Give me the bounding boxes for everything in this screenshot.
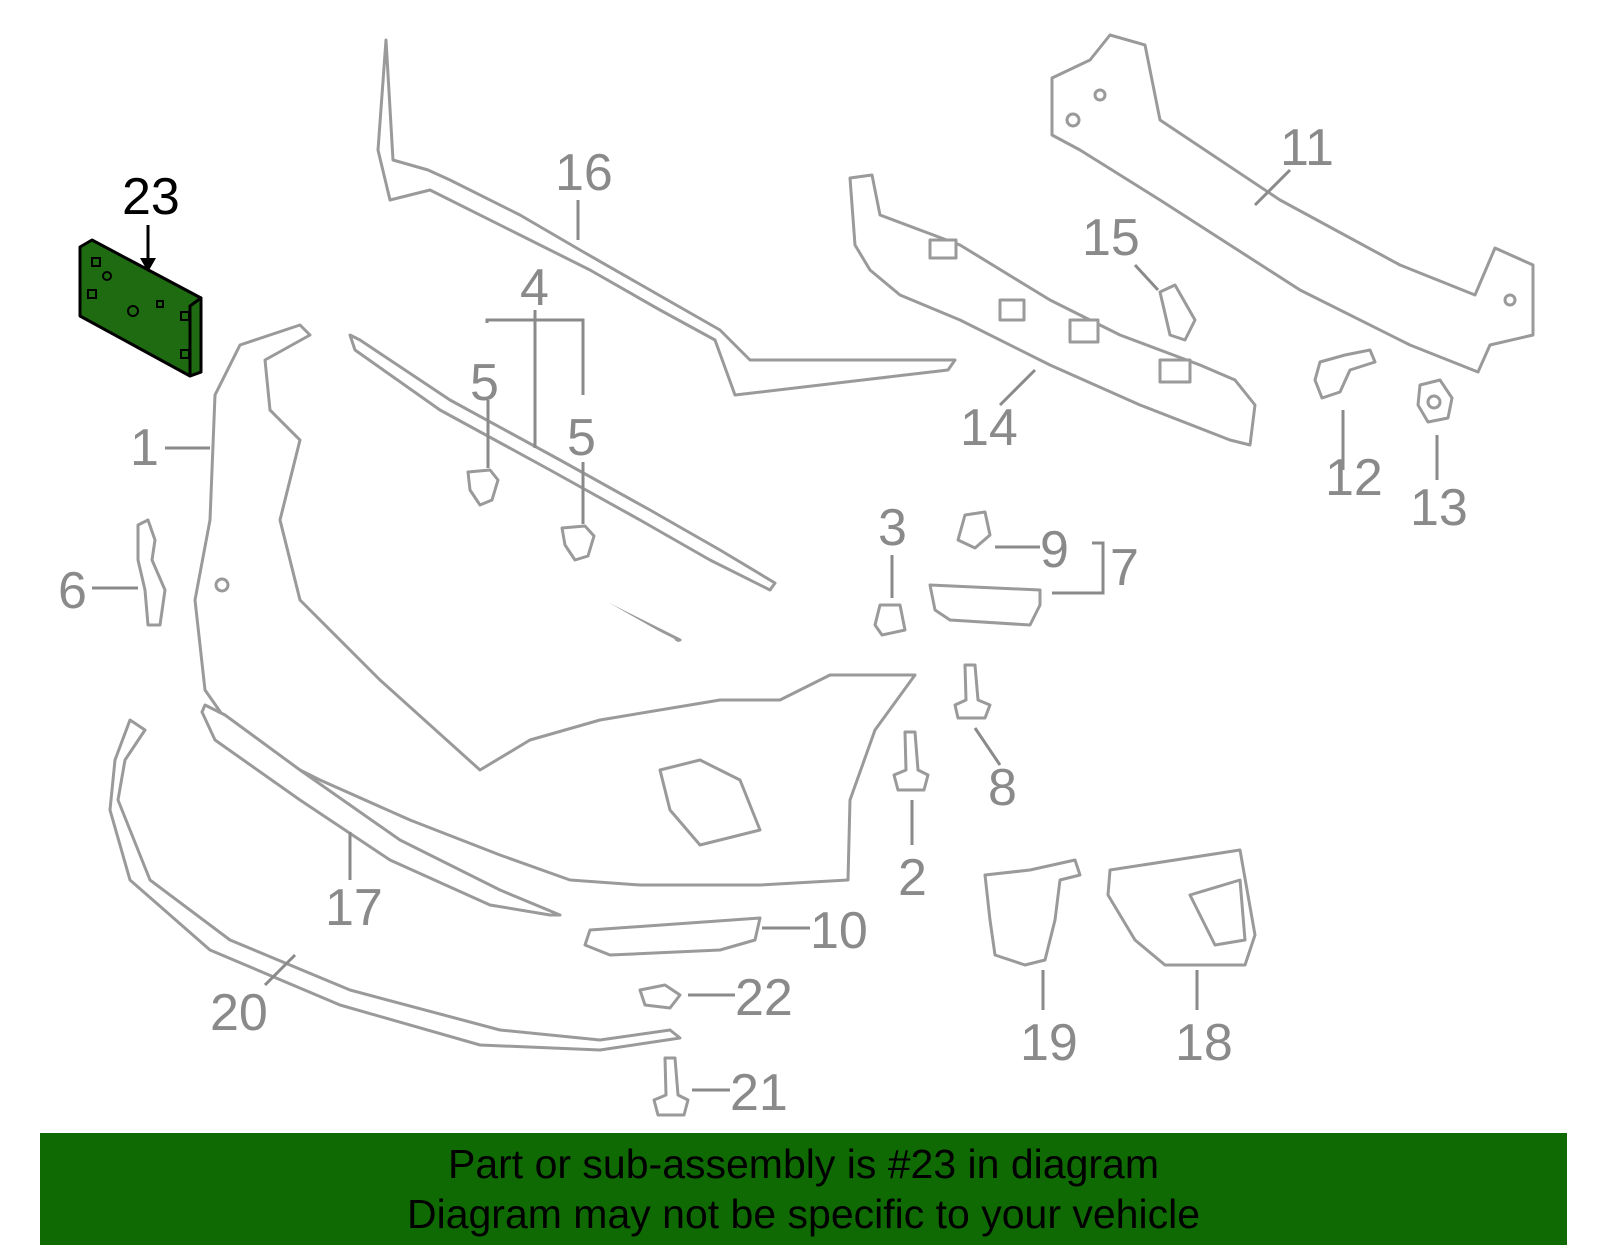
callout-5a[interactable]: 5 xyxy=(470,354,499,412)
callout-15[interactable]: 15 xyxy=(1082,209,1140,267)
part-4-strip[interactable] xyxy=(348,333,777,592)
leader-20 xyxy=(263,953,297,987)
part-7-bracket[interactable] xyxy=(928,583,1042,627)
callout-19[interactable]: 19 xyxy=(1020,1014,1078,1072)
part-21-screw[interactable] xyxy=(652,1056,690,1117)
part-14-absorber[interactable] xyxy=(848,173,1257,447)
callout-20[interactable]: 20 xyxy=(210,984,268,1042)
part-2-screw[interactable] xyxy=(892,730,930,792)
leader-11 xyxy=(1253,168,1292,207)
callout-2[interactable]: 2 xyxy=(898,849,927,907)
part-5-clip-a[interactable] xyxy=(466,468,500,507)
part-13-nut[interactable] xyxy=(1416,378,1454,424)
leader-8 xyxy=(973,727,1002,766)
callout-1[interactable]: 1 xyxy=(130,419,159,477)
part-15-cap[interactable] xyxy=(1158,283,1197,342)
callout-8[interactable]: 8 xyxy=(988,759,1017,817)
callout-11[interactable]: 11 xyxy=(1280,119,1334,177)
part-9-clip[interactable] xyxy=(956,510,992,550)
part-6-bracket[interactable] xyxy=(136,518,167,627)
banner-line-1: Part or sub-assembly is #23 in diagram xyxy=(448,1141,1159,1187)
part-10-bracket[interactable] xyxy=(583,916,762,957)
leader-7 xyxy=(1052,541,1105,595)
part-11-beam[interactable] xyxy=(1050,33,1535,374)
part-3-clip[interactable] xyxy=(873,603,907,637)
leader-14 xyxy=(998,368,1037,407)
part-12-bolt[interactable] xyxy=(1313,348,1377,400)
part-17-strip[interactable] xyxy=(200,703,562,917)
callout-9[interactable]: 9 xyxy=(1040,521,1069,579)
callout-18[interactable]: 18 xyxy=(1175,1014,1233,1072)
arrow-23 xyxy=(140,258,156,272)
callout-5b[interactable]: 5 xyxy=(567,409,596,467)
callout-13[interactable]: 13 xyxy=(1410,479,1468,537)
part-5-clip-b[interactable] xyxy=(560,524,596,562)
part-18-bezel[interactable] xyxy=(1106,848,1257,967)
callout-14[interactable]: 14 xyxy=(960,399,1018,457)
callout-3[interactable]: 3 xyxy=(878,499,907,557)
callout-7[interactable]: 7 xyxy=(1110,539,1139,597)
info-banner: Part or sub-assembly is #23 in diagram D… xyxy=(40,1133,1567,1245)
part-19-bracket[interactable] xyxy=(983,858,1082,967)
callout-23[interactable]: 23 xyxy=(122,168,180,226)
callout-4[interactable]: 4 xyxy=(520,259,549,317)
part-22-clip[interactable] xyxy=(638,983,682,1010)
callout-17[interactable]: 17 xyxy=(325,879,383,937)
banner-line-2: Diagram may not be specific to your vehi… xyxy=(406,1191,1200,1237)
callout-16[interactable]: 16 xyxy=(555,144,613,202)
callout-21[interactable]: 21 xyxy=(730,1064,788,1122)
callout-12[interactable]: 12 xyxy=(1325,449,1383,507)
leader-15 xyxy=(1133,263,1160,292)
part-16-molding[interactable] xyxy=(376,38,957,397)
callout-6[interactable]: 6 xyxy=(58,562,87,620)
callout-10[interactable]: 10 xyxy=(810,902,868,960)
callout-22[interactable]: 22 xyxy=(735,969,793,1027)
part-8-screw[interactable] xyxy=(953,663,992,720)
part-20-trim[interactable] xyxy=(108,718,682,1052)
part-23-bracket[interactable] xyxy=(78,238,203,378)
